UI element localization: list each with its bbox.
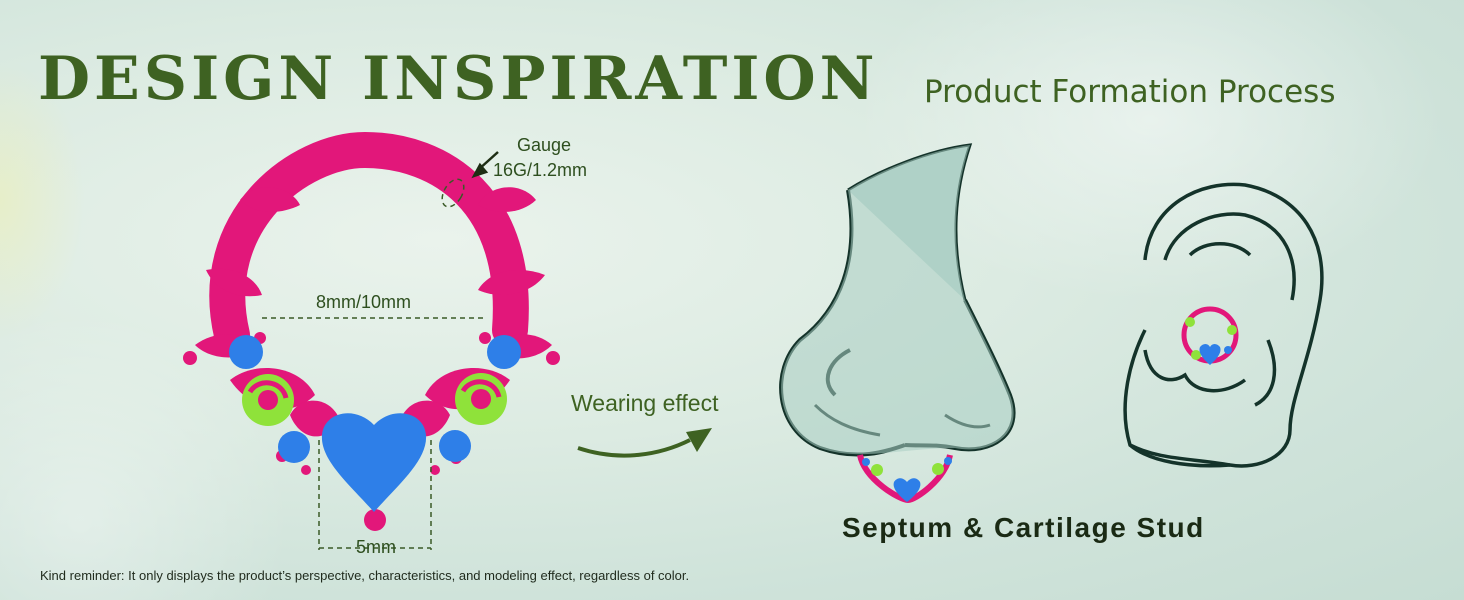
nose-fill — [781, 145, 1014, 455]
septum-ring-worn — [857, 454, 953, 504]
heart-width-label: 5mm — [356, 537, 396, 557]
septum-cartilage-caption: Septum & Cartilage Stud — [842, 512, 1205, 543]
gauge-label: Gauge — [517, 135, 572, 155]
ear-illustration — [1123, 182, 1324, 468]
page-title: DESIGN INSPIRATION — [38, 44, 879, 114]
kind-reminder-note: Kind reminder: It only displays the prod… — [40, 568, 690, 583]
heart-gem — [321, 413, 427, 512]
inner-diameter-label: 8mm/10mm — [316, 292, 412, 312]
green-swirl-gems — [242, 373, 507, 426]
ring-hoop — [209, 131, 529, 353]
dimension-lines — [262, 178, 487, 550]
gauge-value: 16G/1.2mm — [493, 160, 588, 180]
wearing-effect-label: Wearing effect — [571, 390, 719, 416]
blue-gems — [229, 335, 521, 463]
gauge-arrow — [471, 151, 499, 179]
cartilage-ring-worn — [1181, 306, 1239, 365]
septum-ring-product — [183, 131, 560, 531]
page-subtitle: Product Formation Process — [924, 74, 1336, 110]
wearing-arrow-icon — [577, 428, 712, 458]
